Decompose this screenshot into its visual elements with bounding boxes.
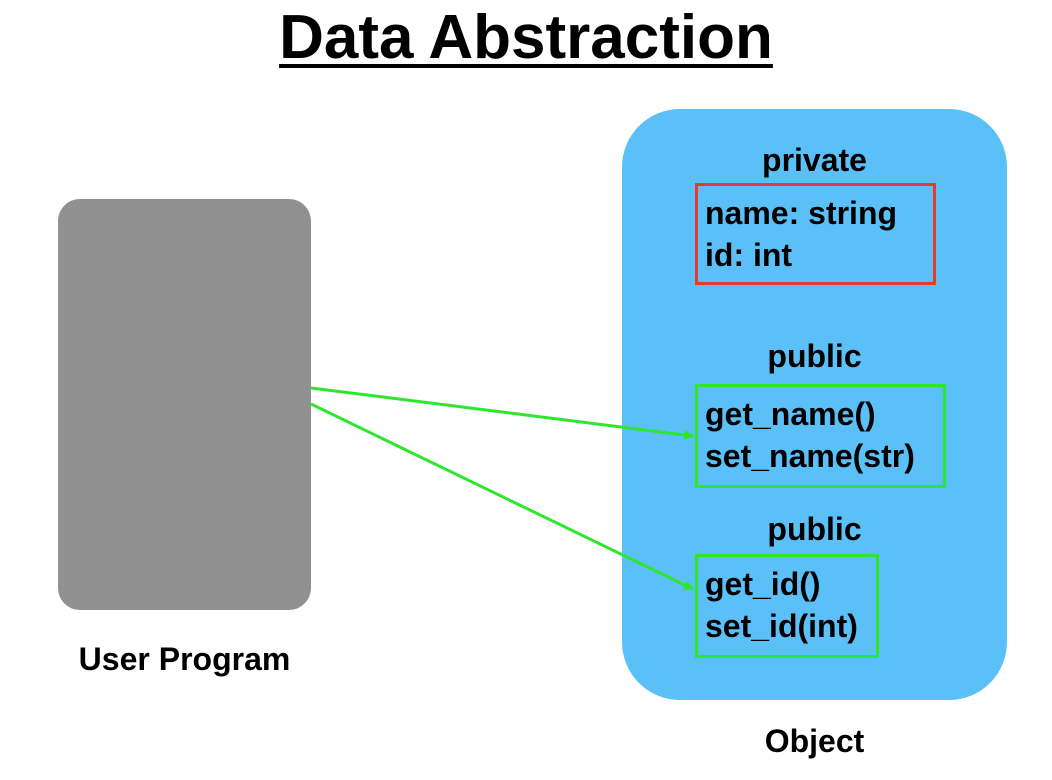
arrow-to-id-methods	[310, 402, 694, 591]
public-id-methods-box: get_id() set_id(int)	[695, 554, 879, 658]
page-title: Data Abstraction	[279, 3, 773, 72]
method-get-name: get_name()	[705, 396, 876, 432]
private-members-box: name: string id: int	[695, 183, 936, 285]
method-get-id: get_id()	[705, 566, 821, 602]
user-program-box	[58, 199, 311, 610]
user-program-label: User Program	[78, 641, 291, 677]
private-member-id: id: int	[705, 237, 793, 273]
public-section-header-2: public	[767, 511, 862, 547]
object-label: Object	[764, 723, 865, 759]
public-section-header-1: public	[767, 338, 862, 374]
arrow-to-name-methods	[310, 386, 694, 440]
method-set-name: set_name(str)	[705, 438, 915, 474]
public-name-methods-box: get_name() set_name(str)	[695, 384, 946, 488]
method-set-id: set_id(int)	[705, 608, 858, 644]
private-member-name: name: string	[705, 195, 898, 231]
private-section-header: private	[762, 142, 867, 178]
object-box	[622, 109, 1007, 700]
